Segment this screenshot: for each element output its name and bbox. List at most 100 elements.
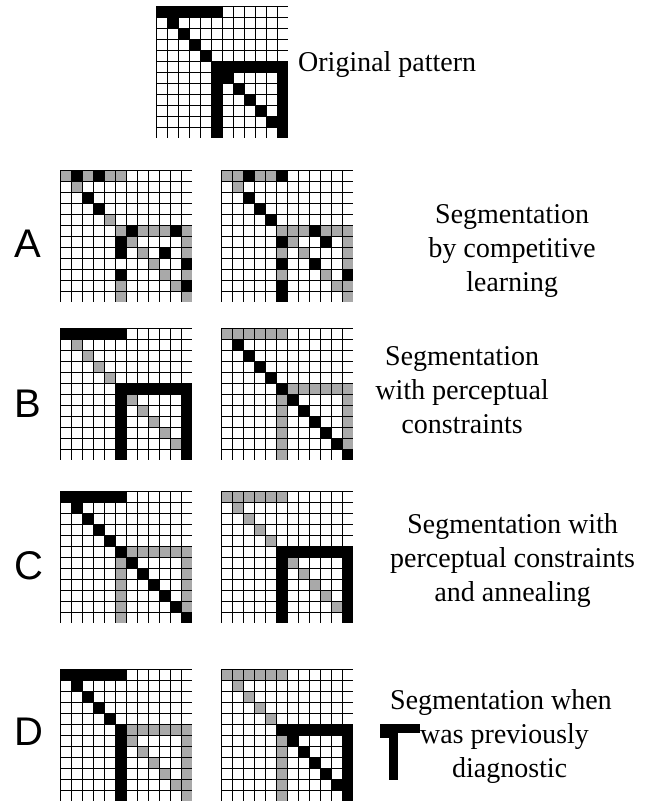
grid-cell-off [221, 568, 233, 580]
grid-cell-off [170, 713, 182, 725]
grid-cell-off [232, 713, 244, 725]
grid-cell-faded [148, 416, 160, 428]
grid-cell-off [243, 225, 255, 237]
grid-cell-off [320, 491, 332, 503]
grid-cell-faded [181, 757, 192, 769]
grid-cell-off [287, 280, 299, 292]
grid-cell-off [126, 449, 138, 460]
grid-cell-off [93, 590, 105, 602]
grid-cell-off [287, 746, 299, 758]
grid-cell-off [167, 83, 179, 95]
grid-cell-off [244, 6, 256, 18]
grid-cell-off [156, 17, 168, 29]
grid-cell-off [167, 39, 179, 51]
grid-cell-off [189, 83, 201, 95]
grid-cell-off [170, 361, 182, 373]
grid-cell-off [137, 214, 149, 226]
grid-cell-faded [71, 181, 83, 193]
grid-cell-off [265, 339, 277, 351]
grid-cell-off [71, 247, 83, 259]
grid-cell-off [148, 557, 160, 569]
grid-cell-faded [181, 568, 192, 580]
grid-cell-on [243, 170, 255, 182]
grid-cell-on [287, 546, 299, 558]
grid-cell-off [104, 269, 116, 281]
grid-cell-off [189, 61, 201, 73]
grid-cell-on [82, 192, 94, 204]
grid-cell-off [71, 601, 83, 613]
grid-cell-off [170, 427, 182, 439]
grid-cell-on [137, 383, 149, 395]
grid-cell-off [60, 192, 72, 204]
grid-cell-off [243, 768, 255, 780]
grid-cell-off [255, 83, 267, 95]
grid-cell-off [266, 72, 278, 84]
grid-cell-off [221, 192, 233, 204]
grid-cell-off [93, 724, 105, 736]
grid-cell-faded [159, 269, 171, 281]
grid-cell-off [178, 116, 190, 128]
grid-cell-faded [265, 535, 277, 547]
grid-cell-off [181, 181, 192, 193]
grid-cell-off [159, 601, 171, 613]
grid-cell-off [244, 83, 256, 95]
grid-cell-off [276, 192, 288, 204]
grid-cell-off [71, 214, 83, 226]
grid-cell-off [104, 524, 116, 536]
grid-cell-off [255, 28, 267, 40]
grid-cell-off [276, 702, 288, 714]
grid-cell-on [277, 127, 288, 138]
grid-cell-on [342, 757, 353, 769]
grid-cell-on [126, 383, 138, 395]
grid-cell-off [298, 339, 310, 351]
grid-cell-off [126, 779, 138, 791]
grid-cell-off [126, 372, 138, 384]
grid-cell-off [137, 680, 149, 692]
grid-cell-on [276, 590, 288, 602]
grid-cell-off [82, 612, 94, 623]
grid-cell-off [232, 427, 244, 439]
grid-cell-off [71, 438, 83, 450]
grid-cell-off [159, 258, 171, 270]
grid-cell-off [298, 350, 310, 362]
grid-cell-faded [181, 746, 192, 758]
grid-cell-faded [254, 524, 266, 536]
grid-cell-off [221, 601, 233, 613]
grid-cell-off [309, 790, 321, 801]
grid-cell-off [309, 601, 321, 613]
grid-cell-off [221, 535, 233, 547]
grid-cell-off [170, 735, 182, 747]
original-pattern-label: Original pattern [298, 47, 477, 78]
grid-cell-off [265, 438, 277, 450]
grid-cell-off [178, 61, 190, 73]
grid-cell-off [342, 491, 353, 503]
grid-cell-on [342, 449, 353, 460]
grid-cell-off [93, 568, 105, 580]
grid-cell-off [254, 214, 266, 226]
grid-cell-faded [342, 225, 353, 237]
grid-cell-faded [159, 225, 171, 237]
grid-cell-off [277, 17, 288, 29]
grid-cell-on [222, 72, 234, 84]
grid-cell-faded [232, 491, 244, 503]
grid-cell-on [93, 170, 105, 182]
grid-cell-off [115, 680, 127, 692]
row-b-grid-1 [60, 328, 192, 460]
grid-cell-on [277, 94, 288, 106]
grid-cell-off [222, 50, 234, 62]
grid-cell-off [342, 214, 353, 226]
grid-cell-off [298, 735, 310, 747]
grid-cell-off [148, 568, 160, 580]
grid-cell-on [115, 724, 127, 736]
grid-cell-off [115, 524, 127, 536]
grid-cell-off [71, 394, 83, 406]
grid-cell-off [265, 361, 277, 373]
grid-cell-off [60, 724, 72, 736]
grid-cell-off [232, 361, 244, 373]
grid-cell-off [104, 779, 116, 791]
grid-cell-off [243, 590, 255, 602]
grid-cell-on [115, 669, 127, 681]
grid-cell-off [82, 779, 94, 791]
grid-cell-off [71, 427, 83, 439]
grid-cell-on [115, 236, 127, 248]
